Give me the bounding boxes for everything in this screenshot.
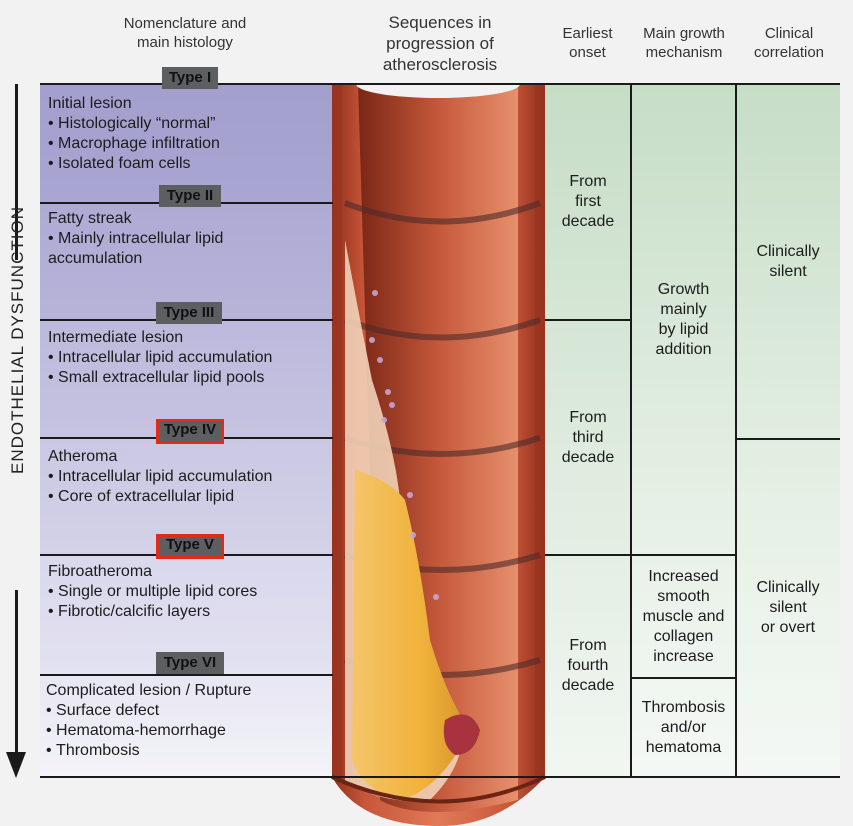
- growth-bg: [631, 84, 736, 777]
- lesion-5-text: Fibroatheroma Single or multiple lipid c…: [48, 562, 333, 622]
- lesion-item: Intracellular lipid accumulation: [48, 348, 333, 368]
- header-sequences: Sequences in progression of atherosclero…: [382, 13, 498, 74]
- lesion-name: Fatty streak: [48, 210, 132, 227]
- lesion-4-text: Atheroma Intracellular lipid accumulatio…: [48, 447, 333, 507]
- col-rule-2: [735, 84, 737, 777]
- lesion-2-text: Fatty streak Mainly intracellular lipid …: [48, 209, 268, 269]
- header-onset: Earliest onset: [562, 25, 613, 61]
- rule-5: [40, 674, 333, 676]
- lesion-item: Isolated foam cells: [48, 154, 333, 174]
- growth-rule-2: [631, 677, 736, 679]
- col-rule-1: [630, 84, 632, 777]
- side-arrow-head: [6, 752, 26, 778]
- side-label-bg: [6, 260, 28, 590]
- onset-cell-2: From third decade: [561, 408, 615, 466]
- lesion-item: Mainly intracellular lipid accumulation: [48, 229, 268, 269]
- onset-cell-1: From first decade: [561, 173, 615, 230]
- onset-rule-2: [545, 554, 631, 556]
- lesion-item: Intracellular lipid accumulation: [48, 467, 333, 487]
- lesion-name: Atheroma: [48, 448, 118, 465]
- onset-cell-3: From fourth decade: [561, 637, 615, 694]
- growth-rule-1: [631, 554, 736, 556]
- lesion-item: Hematoma-hemorrhage: [46, 721, 331, 741]
- lesion-name: Intermediate lesion: [48, 329, 184, 346]
- lesion-name: Complicated lesion / Rupture: [46, 682, 252, 699]
- lesion-item: Core of extracellular lipid: [48, 487, 333, 507]
- type-badge-1: Type I: [162, 67, 218, 89]
- type-badge-3: Type III: [156, 302, 222, 324]
- side-label: ENDOTHELIAL DYSFUNCTION: [8, 206, 27, 474]
- lesion-name: Fibroatheroma: [48, 563, 153, 580]
- lesion-item: Small extracellular lipid pools: [48, 368, 333, 388]
- lesion-item: Surface defect: [46, 701, 331, 721]
- clinical-rule-1: [736, 438, 840, 440]
- header-clinical: Clinical correlation: [753, 25, 825, 61]
- rule-bottom: [40, 776, 840, 778]
- lesion-item: Fibrotic/calcific layers: [48, 602, 333, 622]
- lesion-name: Initial lesion: [48, 95, 132, 112]
- header-nomenclature: Nomenclature and main histology: [123, 15, 247, 51]
- type-badge-4: Type IV: [156, 419, 224, 444]
- clinical-cell-2: Clinically silent or overt: [756, 579, 820, 636]
- growth-cell-3: Thrombosis and/or hematoma: [641, 698, 726, 756]
- clinical-cell-1: Clinically silent: [756, 242, 820, 280]
- lesion-item: Histologically “normal”: [48, 114, 333, 134]
- type-badge-6: Type VI: [156, 652, 224, 674]
- growth-cell-2: Increased smooth muscle and collagen inc…: [642, 567, 725, 665]
- lesion-item: Single or multiple lipid cores: [48, 582, 333, 602]
- header-growth: Main growth mechanism: [643, 25, 725, 61]
- lesion-3-text: Intermediate lesion Intracellular lipid …: [48, 328, 333, 388]
- type-badge-2: Type II: [159, 185, 221, 207]
- onset-rule-1: [545, 319, 631, 321]
- clinical-bg: [736, 84, 840, 777]
- lesion-item: Macrophage infiltration: [48, 134, 333, 154]
- type-badge-5: Type V: [156, 534, 224, 559]
- lesion-item: Thrombosis: [46, 741, 331, 761]
- rule-top: [40, 83, 840, 85]
- lesion-1-text: Initial lesion Histologically “normal” M…: [48, 94, 333, 174]
- onset-bg: [545, 84, 631, 777]
- growth-cell-1: Growth mainly by lipid addition: [655, 280, 712, 358]
- lesion-6-text: Complicated lesion / Rupture Surface def…: [46, 681, 331, 761]
